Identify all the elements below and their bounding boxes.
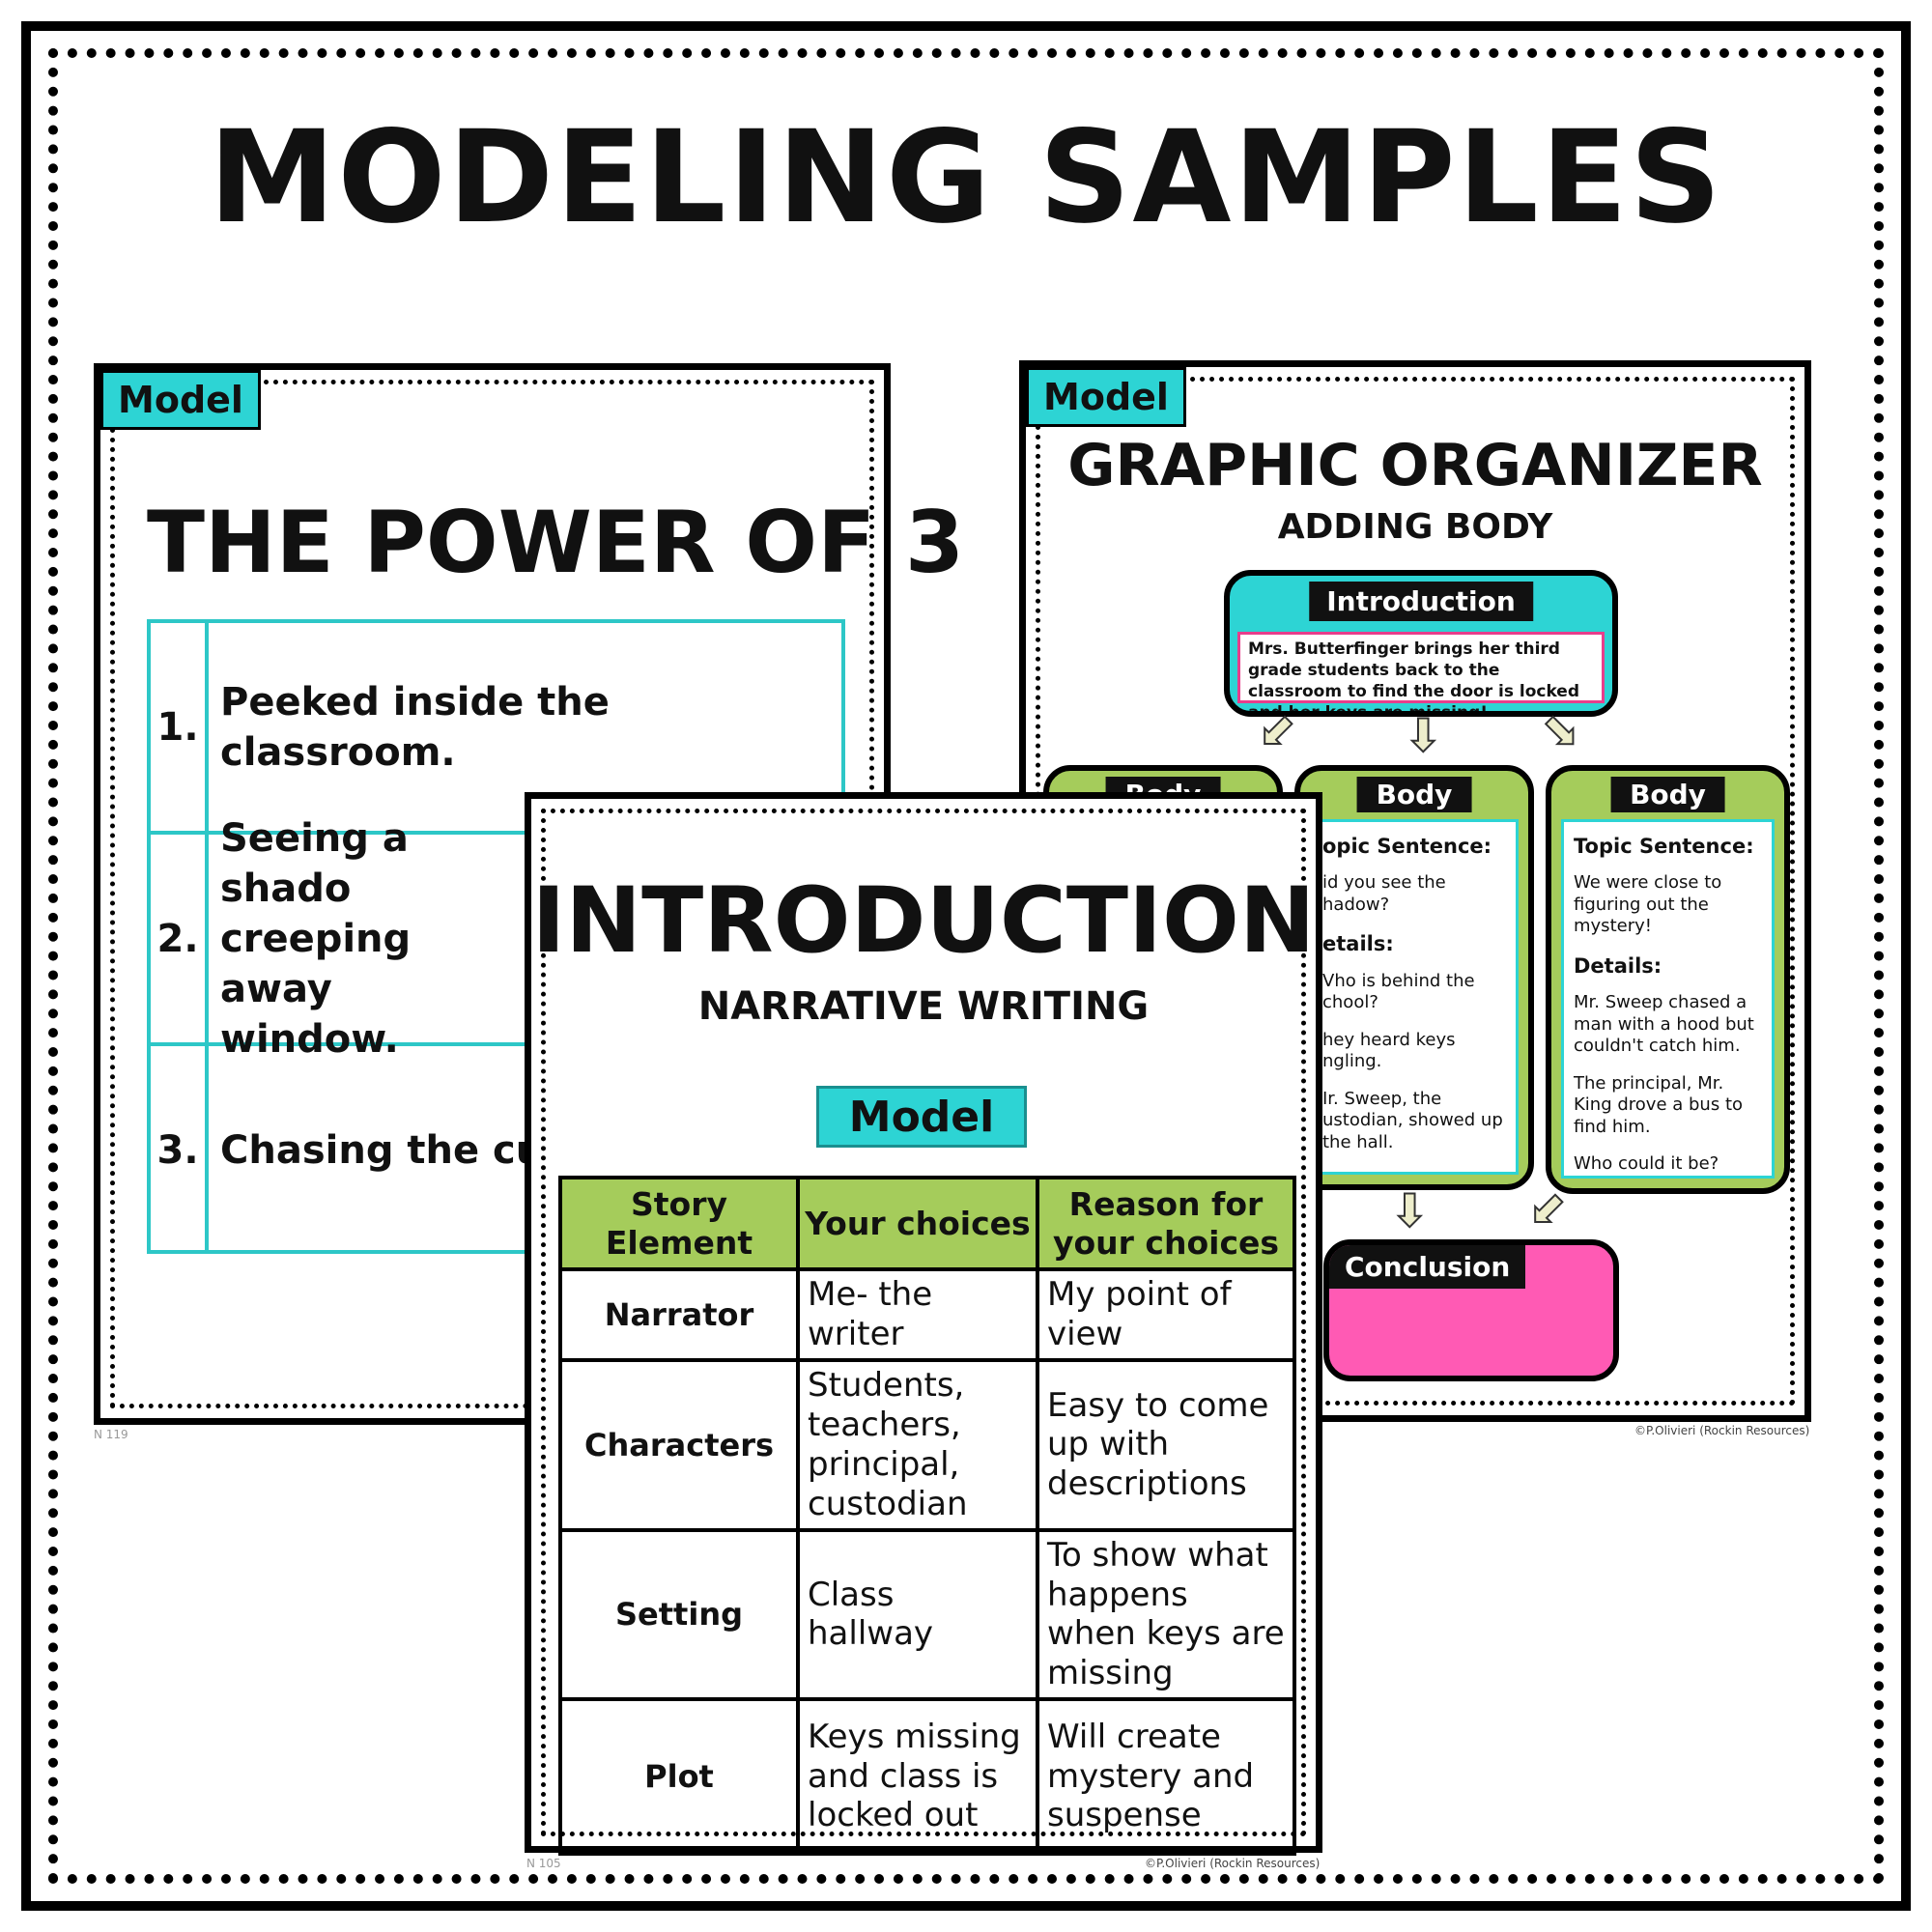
detail-text: Who could it be? xyxy=(1574,1153,1719,1174)
introduction-text: Mrs. Butterfinger brings her third grade… xyxy=(1237,632,1605,711)
introduction-card: INTRODUCTION NARRATIVE WRITING Model Sto… xyxy=(525,792,1322,1856)
body-content: opic Sentence: id you see the hadow? eta… xyxy=(1310,819,1519,1175)
choice-cell: Me- the writer xyxy=(796,1267,1039,1362)
table-row: Setting Class hallway To show what happe… xyxy=(558,1527,1296,1701)
details-label: etails: xyxy=(1322,932,1394,956)
page-number: N 119 xyxy=(94,1428,128,1441)
conclusion-header: Conclusion xyxy=(1329,1245,1526,1289)
table-row: Characters Students, teachers, principal… xyxy=(558,1357,1296,1532)
choice-cell: Keys missing and class is locked out xyxy=(796,1696,1039,1856)
table-header-row: Story Element Your choices Reason for yo… xyxy=(558,1175,1296,1272)
page-number: N 105 xyxy=(526,1857,561,1870)
story-element-table: Story Element Your choices Reason for yo… xyxy=(558,1175,1296,1856)
copyright: ©P.Olivieri (Rockin Resources) xyxy=(1634,1424,1810,1437)
power-of-three-table: 1. Peeked inside the classroom. 2. Seein… xyxy=(147,619,845,1254)
reason-cell: Will create mystery and suspense xyxy=(1036,1696,1296,1856)
card-subtitle: ADDING BODY xyxy=(1277,507,1553,547)
row-number: 1. xyxy=(151,623,209,831)
detail-text: Mr. Sweep chased a man with a hood but c… xyxy=(1574,992,1754,1056)
column-header: Your choices xyxy=(796,1175,1039,1272)
detail-text: Vho is behind the chool? xyxy=(1322,970,1475,1013)
body-header: Body xyxy=(1356,777,1472,812)
topic-sentence: id you see the hadow? xyxy=(1322,872,1446,915)
card-title: THE POWER OF 3 xyxy=(147,493,965,592)
reason-cell: Easy to come up with descriptions xyxy=(1036,1357,1296,1532)
body-header: Body xyxy=(1610,777,1725,812)
introduction-box: Introduction Mrs. Butterfinger brings he… xyxy=(1224,570,1618,717)
arrow-down-icon: ⬇ xyxy=(1390,1184,1430,1236)
card-subtitle: NARRATIVE WRITING xyxy=(697,984,1150,1029)
card-title: GRAPHIC ORGANIZER xyxy=(1067,432,1763,499)
details-label: Details: xyxy=(1574,953,1662,978)
table-row: Narrator Me- the writer My point of view xyxy=(558,1267,1296,1362)
topic-sentence-label: Topic Sentence: xyxy=(1574,835,1754,858)
body-content: Topic Sentence: We were close to figurin… xyxy=(1561,819,1775,1179)
story-element-cell: Plot xyxy=(558,1696,800,1856)
body-box: Body opic Sentence: id you see the hadow… xyxy=(1294,765,1534,1190)
table-row: 1. Peeked inside the classroom. xyxy=(151,623,841,835)
detail-text: Ir. Sweep, the ustodian, showed up the h… xyxy=(1322,1088,1503,1152)
reason-cell: My point of view xyxy=(1036,1267,1296,1362)
row-text: Peeked inside the classroom. xyxy=(220,679,610,775)
column-header: Story Element xyxy=(558,1175,800,1272)
topic-sentence: We were close to figuring out the myster… xyxy=(1574,872,1722,937)
detail-text: hey heard keys ngling. xyxy=(1322,1029,1456,1072)
row-text: Chasing the cu xyxy=(220,1127,544,1173)
table-row: Plot Keys missing and class is locked ou… xyxy=(558,1696,1296,1856)
model-tab: Model xyxy=(1026,367,1186,427)
row-text: Seeing a shado creeping away window. xyxy=(220,815,412,1062)
card-title: INTRODUCTION xyxy=(531,868,1316,974)
choice-cell: Students, teachers, principal, custodian xyxy=(796,1357,1039,1532)
body-box: Body Topic Sentence: We were close to fi… xyxy=(1546,765,1790,1194)
detail-text: The principal, Mr. King drove a bus to f… xyxy=(1574,1072,1744,1137)
story-element-cell: Narrator xyxy=(558,1267,800,1362)
reason-cell: To show what happens when keys are missi… xyxy=(1036,1527,1296,1701)
table-row: 2. Seeing a shado creeping away window. xyxy=(151,815,841,1062)
model-tab: Model xyxy=(100,370,261,430)
choice-cell: Class hallway xyxy=(796,1527,1039,1701)
outer-dotted-frame xyxy=(48,48,1884,1884)
arrow-down-icon: ⬇ xyxy=(1404,709,1443,761)
story-element-cell: Characters xyxy=(558,1357,800,1532)
story-element-cell: Setting xyxy=(558,1527,800,1701)
topic-sentence-label: opic Sentence: xyxy=(1322,835,1492,858)
row-number: 3. xyxy=(151,1046,209,1254)
page-title: MODELING SAMPLES xyxy=(209,103,1723,252)
introduction-header: Introduction xyxy=(1309,582,1533,621)
conclusion-box: Conclusion xyxy=(1323,1239,1619,1381)
copyright: ©P.Olivieri (Rockin Resources) xyxy=(1145,1857,1321,1870)
model-label: Model xyxy=(816,1086,1027,1148)
column-header: Reason for your choices xyxy=(1036,1175,1296,1272)
row-number: 2. xyxy=(151,835,209,1042)
outer-border xyxy=(21,21,1911,1911)
table-row: 3. Chasing the cu xyxy=(151,1046,841,1254)
